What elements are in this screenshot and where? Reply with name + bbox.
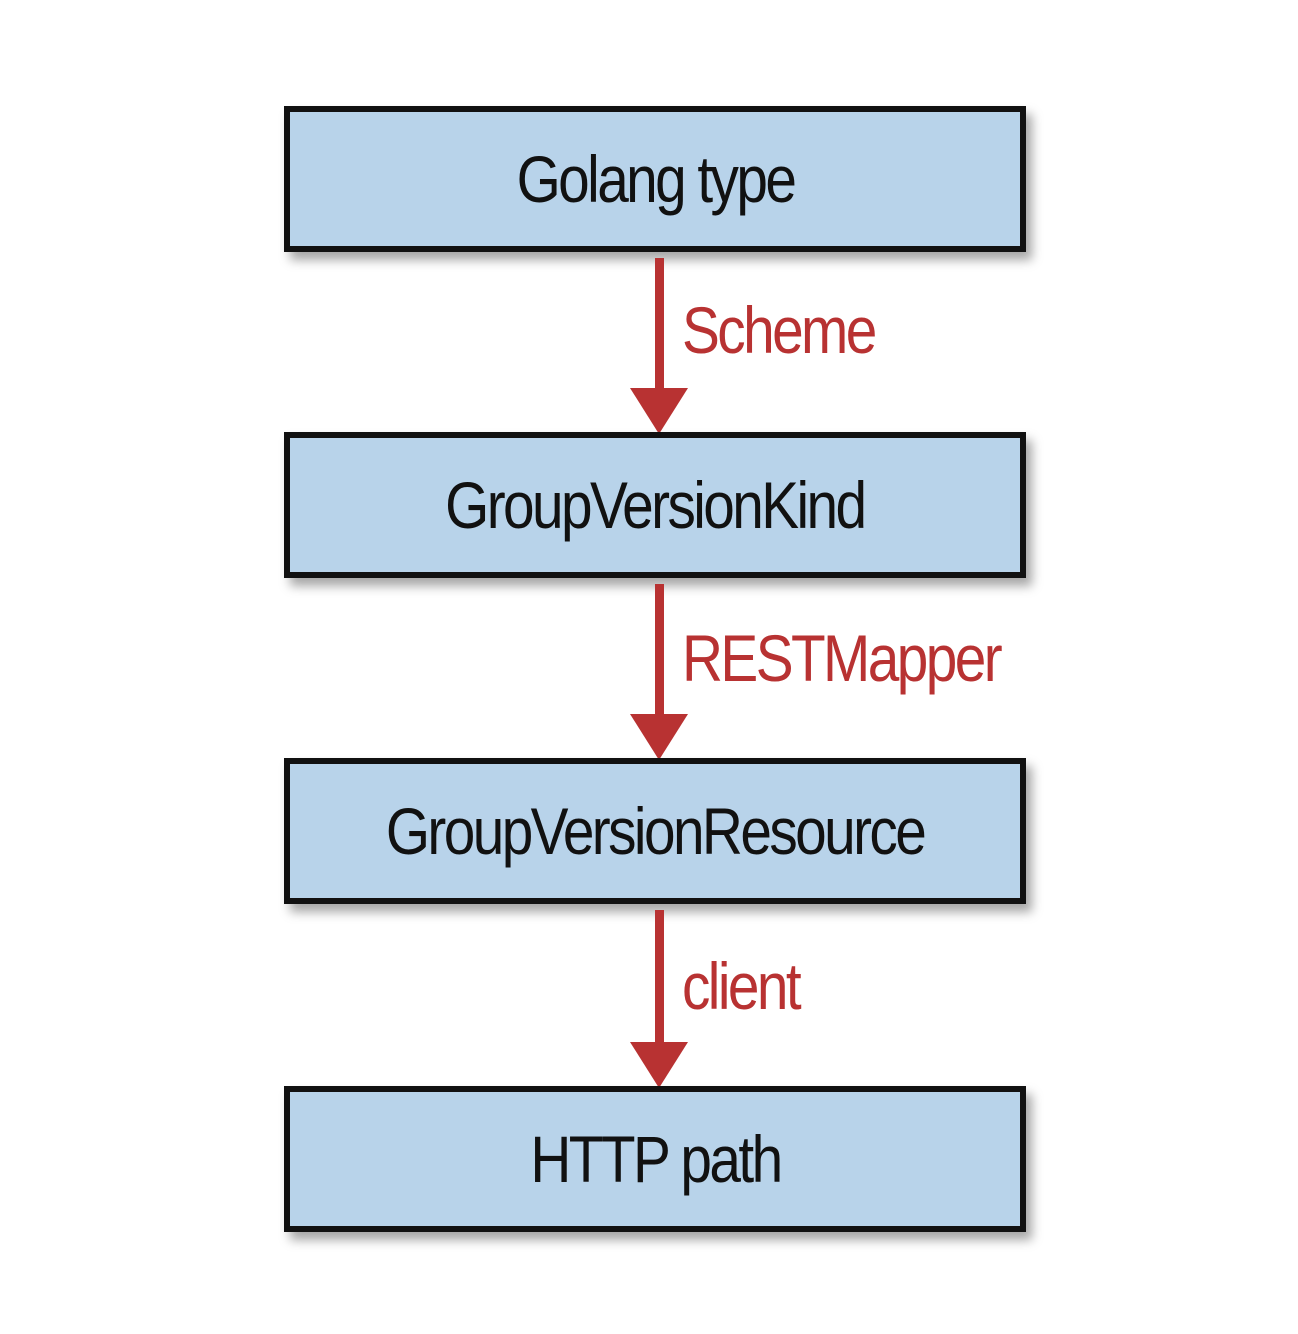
arrow-line [655, 910, 664, 1046]
arrow-scheme [630, 258, 690, 434]
node-golang-type: Golang type [284, 106, 1026, 252]
node-group-version-kind: GroupVersionKind [284, 432, 1026, 578]
edge-label-scheme: Scheme [682, 293, 877, 367]
edge-label-restmapper: RESTMapper [682, 621, 1003, 695]
node-http-path: HTTP path [284, 1086, 1026, 1232]
node-label: Golang type [516, 142, 796, 216]
arrow-client [630, 910, 690, 1088]
arrow-head-icon [630, 388, 688, 434]
arrow-head-icon [630, 714, 688, 760]
arrow-head-icon [630, 1042, 688, 1088]
node-group-version-resource: GroupVersionResource [284, 758, 1026, 904]
node-label: GroupVersionResource [385, 794, 927, 868]
arrow-restmapper [630, 584, 690, 760]
node-label: GroupVersionKind [445, 468, 867, 542]
edge-label-client: client [682, 949, 802, 1023]
node-label: HTTP path [529, 1122, 783, 1196]
arrow-line [655, 584, 664, 718]
arrow-line [655, 258, 664, 392]
